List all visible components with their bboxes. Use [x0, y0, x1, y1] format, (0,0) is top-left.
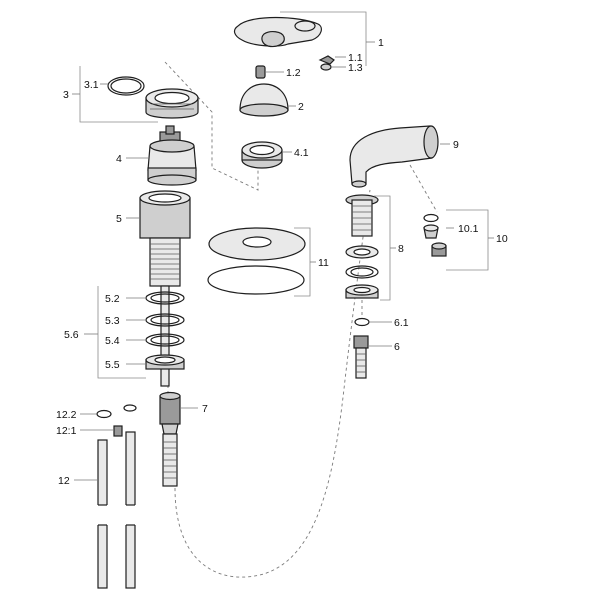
- label-4-1: 4.1: [294, 147, 309, 159]
- label-5-6: 5.6: [64, 329, 79, 341]
- part-3-1-o-ring: [107, 76, 145, 96]
- leader-lines: [72, 41, 494, 481]
- label-12: 12: [58, 475, 70, 487]
- label-8: 8: [398, 243, 404, 255]
- label-5: 5: [116, 213, 122, 225]
- label-1: 1: [378, 37, 384, 49]
- callout-labels: 1 1.1 1.3 1.2 2 4.1 3 3.1 4 5 5.2 5.3 5.…: [56, 37, 508, 487]
- part-1-3-plug: [320, 63, 332, 71]
- label-1-3: 1.3: [348, 62, 363, 74]
- label-9: 9: [453, 139, 459, 151]
- label-4: 4: [116, 153, 122, 165]
- part-3-threaded-ring: [145, 88, 199, 119]
- part-2-dome-cap: [239, 83, 289, 117]
- label-1-1: 1.1: [348, 52, 363, 64]
- label-11: 11: [318, 257, 329, 269]
- label-10: 10: [496, 233, 508, 245]
- label-3: 3: [63, 89, 69, 101]
- part-1-1-screw: [318, 55, 335, 65]
- label-3-1: 3.1: [84, 79, 99, 91]
- part-7-adapter: [159, 391, 181, 487]
- label-2: 2: [298, 101, 304, 113]
- part-6-1-ring: [354, 317, 370, 327]
- label-12-2: 12.2: [56, 409, 77, 421]
- label-5-2: 5.2: [105, 293, 120, 305]
- part-12-supply-pipes: [97, 425, 136, 589]
- label-6: 6: [394, 341, 400, 353]
- part-4-1-ring-nut: [241, 141, 283, 169]
- part-4-cartridge: [147, 125, 197, 186]
- label-10-1: 10.1: [458, 223, 479, 235]
- label-5-5: 5.5: [105, 359, 120, 371]
- part-6-hose-end: [353, 335, 369, 379]
- part-11-escutcheon: [207, 227, 306, 295]
- label-5-4: 5.4: [105, 335, 120, 347]
- label-1-2: 1.2: [286, 67, 301, 79]
- guide-lines: [164, 61, 438, 578]
- label-6-1: 6.1: [394, 317, 409, 329]
- part-1-2-setscrew: [255, 65, 266, 79]
- brackets: [79, 11, 489, 379]
- part-8-fittings: [345, 194, 379, 299]
- label-5-3: 5.3: [105, 315, 120, 327]
- part-9-spray-head: [349, 125, 439, 188]
- label-12-1: 12:1: [56, 425, 77, 437]
- part-1-lever: [233, 16, 322, 48]
- label-7: 7: [202, 403, 208, 415]
- part-5-5-nut: [145, 354, 185, 370]
- part-12-2-o-ring: [96, 404, 137, 419]
- part-10-aerator: [423, 213, 447, 257]
